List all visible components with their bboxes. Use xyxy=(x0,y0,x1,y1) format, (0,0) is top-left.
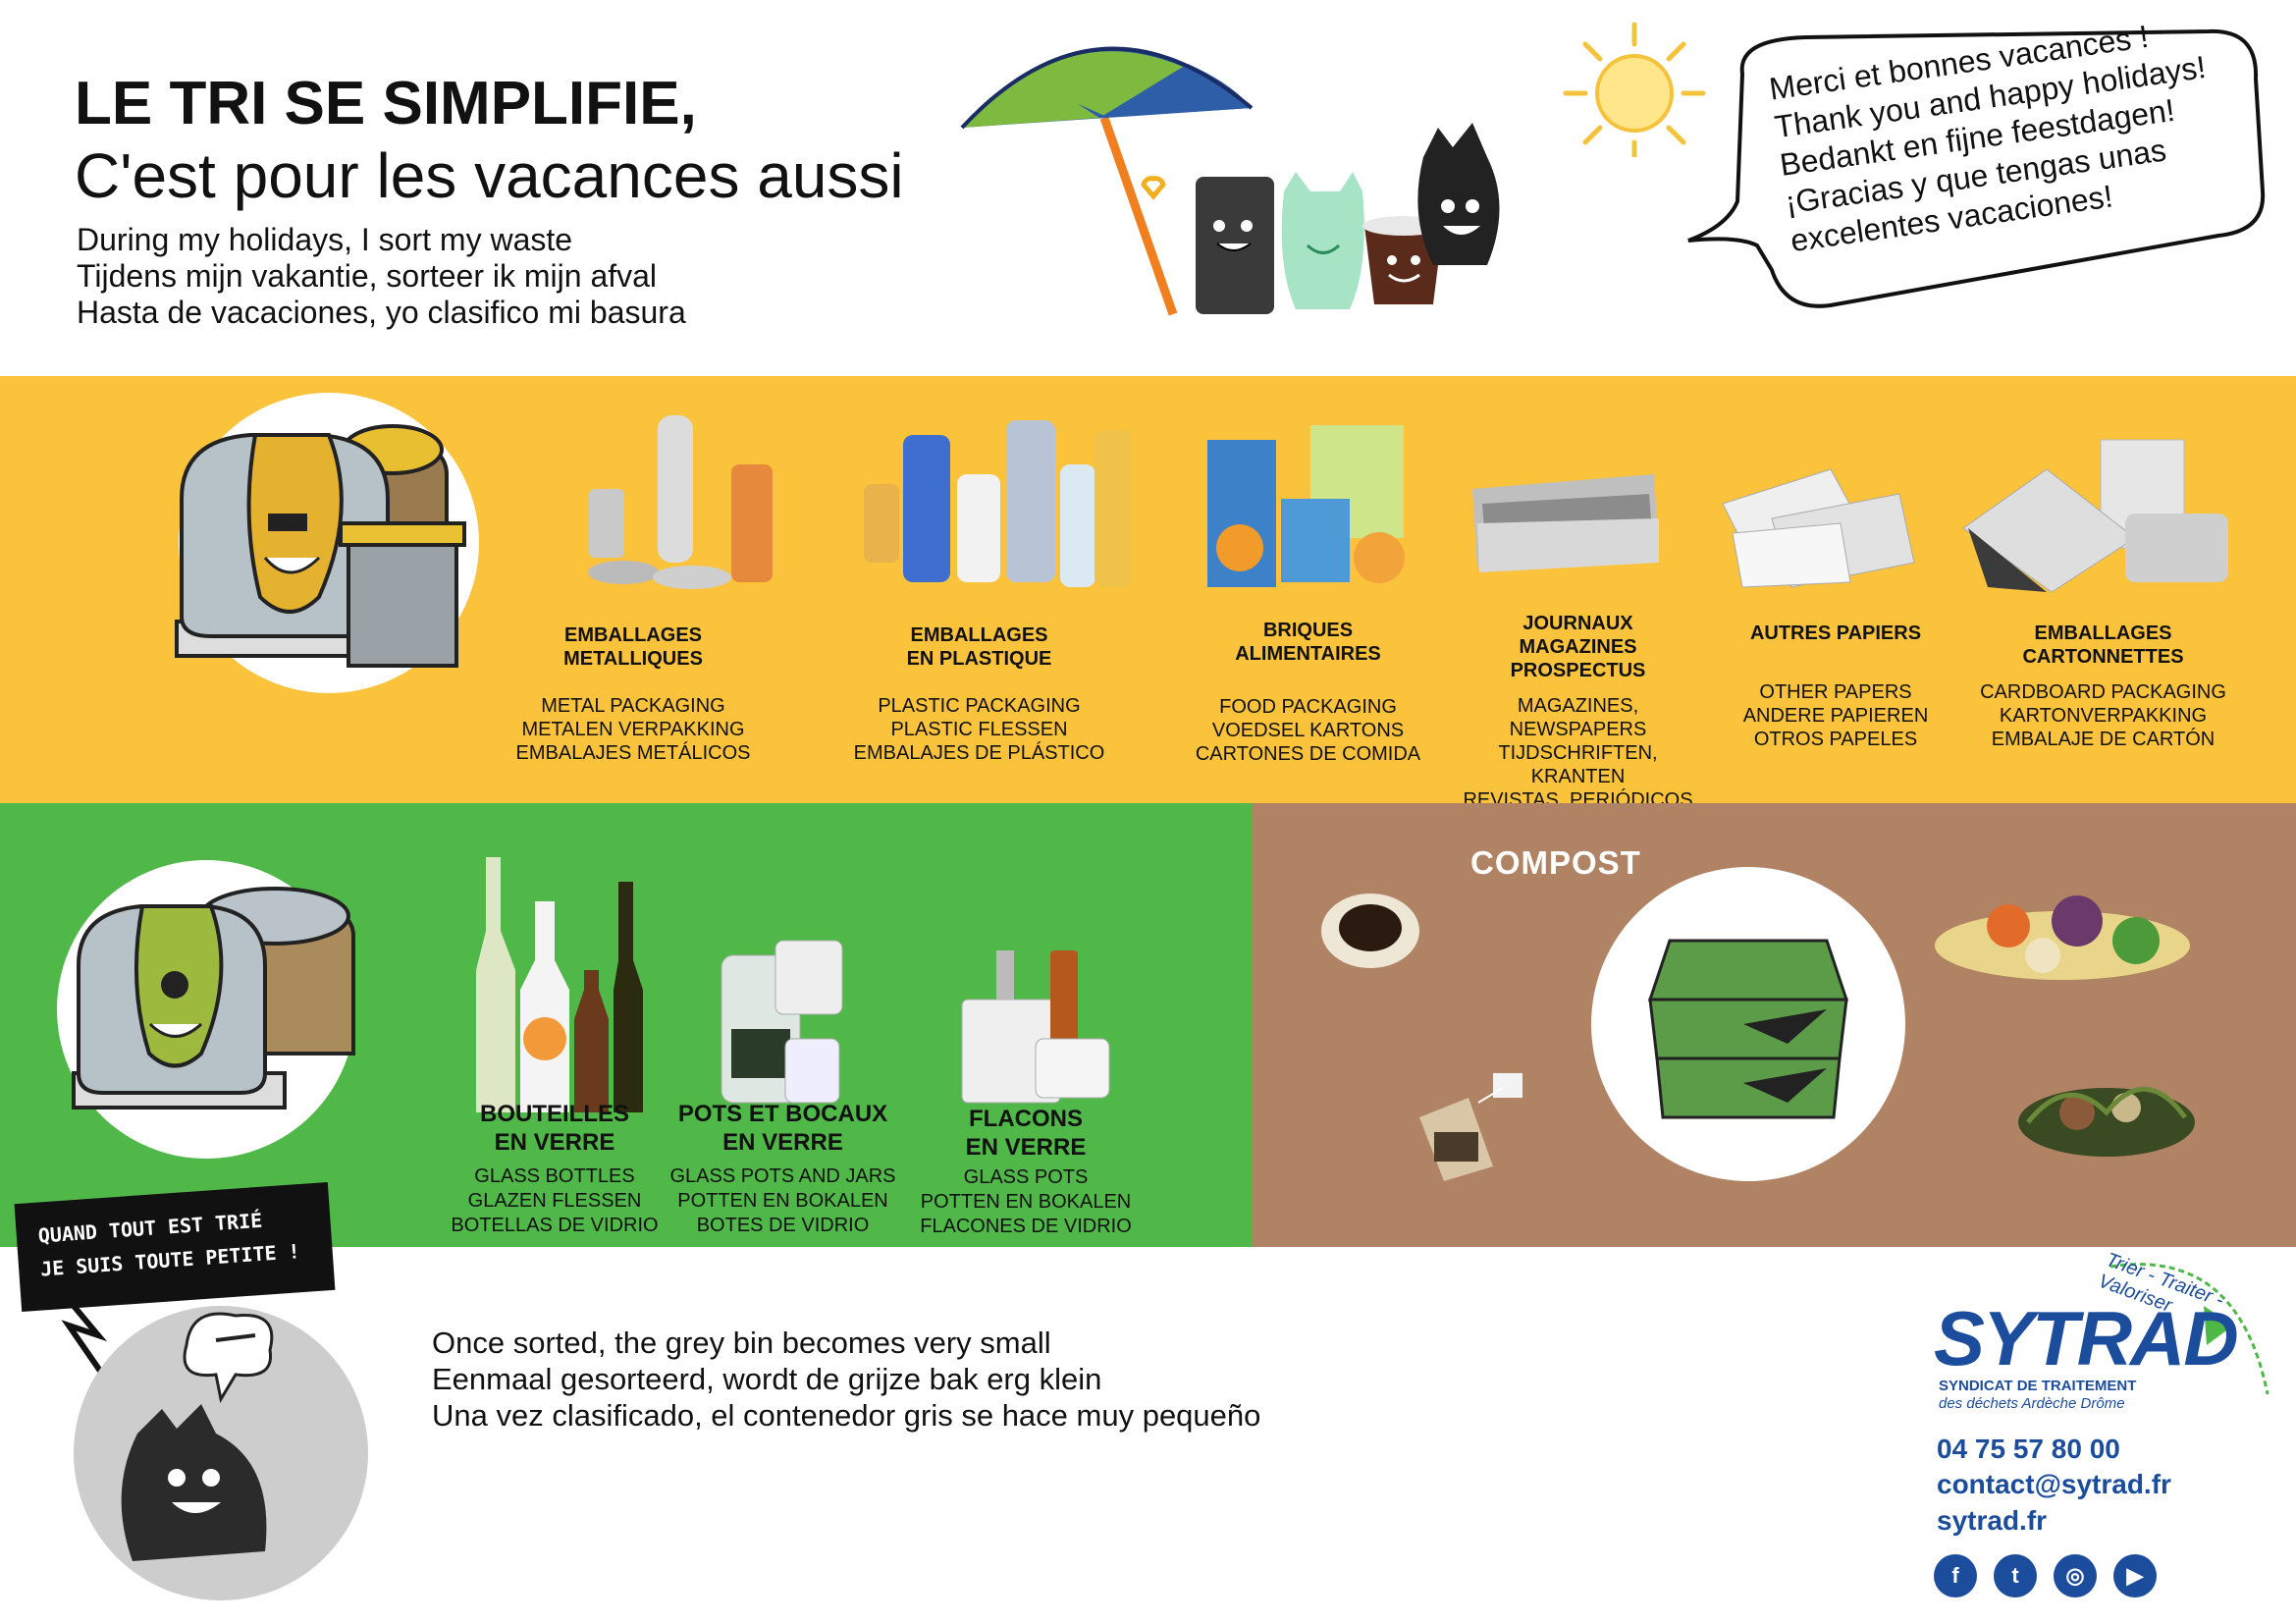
instagram-icon[interactable]: ◎ xyxy=(2054,1554,2097,1597)
category-desc: METAL PACKAGING METALEN VERPAKKING EMBAL… xyxy=(515,695,751,764)
sytrad-logo[interactable]: SYTRAD xyxy=(1934,1295,2239,1381)
logo-subtitle-1: SYNDICAT DE TRAITEMENT xyxy=(1939,1378,2137,1394)
category-desc: GLASS POTS POTTEN EN BOKALEN FLACONES DE… xyxy=(920,1166,1132,1237)
cardboard-packaging-image xyxy=(1962,439,2228,593)
compost-section xyxy=(1253,803,2296,1247)
category-desc: CARDBOARD PACKAGING KARTONVERPAKKING EMB… xyxy=(1980,681,2226,750)
callout-line-1: QUAND TOUT EST TRIÉ xyxy=(37,1208,263,1248)
category-newspapers: JOURNAUX MAGAZINES PROSPECTUS MAGAZINES,… xyxy=(1453,612,1703,812)
category-desc: FOOD PACKAGING VOEDSEL KARTONS CARTONES … xyxy=(1195,696,1421,765)
category-title: EMBALLAGES METALLIQUES xyxy=(563,624,703,670)
category-title: EMBALLAGES CARTONNETTES xyxy=(2022,623,2184,668)
facebook-icon[interactable]: f xyxy=(1934,1554,1977,1597)
glass-bottles-image xyxy=(476,857,643,1112)
email-link[interactable]: contact@sytrad.fr xyxy=(1937,1469,2171,1499)
twitter-icon[interactable]: t xyxy=(1994,1554,2037,1597)
food-packaging-image xyxy=(1207,425,1405,587)
page-subtitle: C'est pour les vacances aussi xyxy=(75,140,904,211)
category-desc: GLASS BOTTLES GLAZEN FLESSEN BOTELLAS DE… xyxy=(451,1165,659,1236)
category-cardboard-packaging: EMBALLAGES CARTONNETTES CARDBOARD PACKAG… xyxy=(1973,622,2233,751)
glass-flacons-image xyxy=(961,950,1110,1104)
newspapers-image xyxy=(1472,474,1659,572)
category-glass-jars: POTS ET BOCAUX EN VERRE GLASS POTS AND J… xyxy=(658,1100,908,1238)
bottom-text-es: Una vez clasificado, el contenedor gris … xyxy=(432,1398,1261,1433)
category-title: FLACONS EN VERRE xyxy=(965,1106,1087,1161)
eggshell-coffee-image xyxy=(1321,893,1419,968)
phone-number[interactable]: 04 75 57 80 00 xyxy=(1937,1434,2120,1464)
metal-packaging-image xyxy=(588,415,773,589)
category-other-papers: AUTRES PAPIERS OTHER PAPERS ANDERE PAPIE… xyxy=(1723,622,1949,751)
vegetable-scraps-image xyxy=(1935,895,2190,980)
plastic-packaging-image xyxy=(864,420,1132,587)
category-title: EMBALLAGES EN PLASTIQUE xyxy=(906,624,1052,670)
speech-bubble xyxy=(1687,28,2266,308)
category-desc: GLASS POTS AND JARS POTTEN EN BOKALEN BO… xyxy=(669,1165,896,1236)
logo-arc xyxy=(2109,1263,2269,1395)
callout-line-2: JE SUIS TOUTE PETITE ! xyxy=(39,1239,301,1281)
subtitle-nl: Tijdens mijn vakantie, sorteer ik mijn a… xyxy=(77,258,658,294)
glass-recycling-section: BOUTEILLES EN VERRE GLASS BOTTLES GLAZEN… xyxy=(0,803,1253,1247)
youtube-icon[interactable]: ▶ xyxy=(2113,1554,2157,1597)
category-food-packaging: BRIQUES ALIMENTAIRES FOOD PACKAGING VOED… xyxy=(1183,619,1433,766)
page-title: LE TRI SE SIMPLIFIE, xyxy=(75,70,697,137)
compost-title: COMPOST xyxy=(1470,844,1641,881)
category-desc: PLASTIC PACKAGING PLASTIC FLESSEN EMBALA… xyxy=(853,695,1105,764)
sun-icon xyxy=(1563,22,1706,157)
subtitle-en: During my holidays, I sort my waste xyxy=(77,222,573,257)
other-papers-image xyxy=(1722,468,1915,588)
category-plastic-packaging: EMBALLAGES EN PLASTIQUE PLASTIC PACKAGIN… xyxy=(849,623,1109,765)
tea-bag-image xyxy=(1419,1073,1522,1181)
bottom-text-nl: Eenmaal gesorteerd, wordt de grijze bak … xyxy=(432,1362,1102,1396)
category-title: BRIQUES ALIMENTAIRES xyxy=(1235,620,1381,665)
category-title: JOURNAUX MAGAZINES PROSPECTUS xyxy=(1510,613,1646,681)
website-link[interactable]: sytrad.fr xyxy=(1937,1505,2048,1536)
category-glass-bottles: BOUTEILLES EN VERRE GLASS BOTTLES GLAZEN… xyxy=(432,1100,677,1238)
glass-jars-image xyxy=(721,940,843,1104)
category-desc: MAGAZINES, NEWSPAPERS TIJDSCHRIFTEN, KRA… xyxy=(1463,695,1693,811)
category-metal-packaging: EMBALLAGES METALLIQUES METAL PACKAGING M… xyxy=(510,623,756,765)
yellow-bin-icon xyxy=(175,393,479,693)
composter-icon xyxy=(1591,867,1905,1181)
category-title: BOUTEILLES EN VERRE xyxy=(479,1101,629,1156)
grey-bin-mascot xyxy=(46,1274,368,1600)
category-desc: OTHER PAPERS ANDERE PAPIEREN OTROS PAPEL… xyxy=(1742,681,1929,750)
category-title: POTS ET BOCAUX EN VERRE xyxy=(677,1101,888,1156)
umbrella-illustration xyxy=(960,46,1500,316)
logo-subtitle-2: des déchets Ardèche Drôme xyxy=(1939,1395,2125,1412)
bottom-text-en: Once sorted, the grey bin becomes very s… xyxy=(432,1326,1051,1360)
garden-waste-image xyxy=(2018,1086,2195,1157)
callout-banner: QUAND TOUT EST TRIÉ JE SUIS TOUTE PETITE… xyxy=(14,1181,336,1313)
yellow-recycling-section: EMBALLAGES METALLIQUES METAL PACKAGING M… xyxy=(0,376,2296,811)
subtitle-es: Hasta de vacaciones, yo clasifico mi bas… xyxy=(77,295,686,330)
category-glass-flacons: FLACONS EN VERRE GLASS POTS POTTEN EN BO… xyxy=(908,1105,1144,1239)
category-title: AUTRES PAPIERS xyxy=(1749,623,1922,644)
glass-bin-icon xyxy=(57,860,355,1159)
